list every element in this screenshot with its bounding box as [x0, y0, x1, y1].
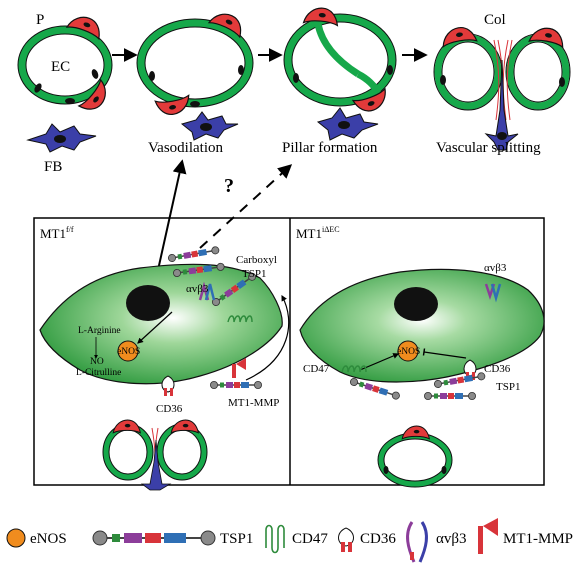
vessels-split: [433, 24, 571, 151]
label-avb3-right: αvβ3: [484, 262, 507, 274]
fibroblast-2: [180, 111, 239, 141]
tsp1-right-3: [423, 391, 477, 401]
panel-right-title-main: MT1: [296, 226, 322, 241]
panel-left-title-main: MT1: [40, 226, 66, 241]
enos-left: [117, 340, 139, 362]
inhibit-cd47-to-enos: [359, 353, 400, 371]
stage-pillar-formation: Pillar formation: [282, 140, 378, 156]
label-cd36-left: CD36: [156, 403, 183, 415]
label-l-citrulline: L-Citrulline: [76, 368, 121, 378]
legend-mt1mmp-icon: [478, 518, 498, 554]
label-mt1mmp-left: MT1-MMP: [228, 397, 279, 409]
enos-right-label: eNOS: [397, 347, 420, 357]
legend-cd47-icon: [265, 524, 285, 554]
legend-enos-label: eNOS: [30, 531, 67, 547]
label-p: P: [36, 12, 44, 28]
cd47-left: [227, 315, 253, 323]
label-col: Col: [484, 12, 506, 28]
legend-enos-icon: [6, 528, 26, 548]
enos-right: [397, 340, 419, 362]
legend-tsp1-icon: [92, 530, 216, 546]
label-no: NO: [90, 357, 104, 367]
cd36-left: [161, 375, 175, 396]
fibroblast-3: [316, 107, 379, 141]
tsp1-left-4: [209, 380, 263, 390]
vessel-right-panel: [377, 425, 453, 488]
legend-avb3-icon: [406, 521, 428, 563]
legend-avb3-label: αvβ3: [436, 531, 467, 547]
legend-cd47-label: CD47: [292, 531, 328, 547]
inhibit-cd36-to-enos: [422, 348, 467, 359]
label-cd47-right: CD47: [303, 363, 330, 375]
label-tsp1-left: TSP1: [242, 268, 266, 280]
cd47-right: [341, 365, 367, 373]
stage-vasodilation: Vasodilation: [148, 140, 223, 156]
label-carboxyl: Carboxyl: [236, 254, 277, 266]
nucleus-left: [126, 285, 170, 321]
endothelial-cell-left: [39, 263, 283, 385]
panel-frame: [33, 217, 545, 486]
avb3-right: [484, 283, 502, 303]
panel-right-title: MT1iΔEC: [296, 225, 340, 241]
arrow-avb3-to-enos: [137, 311, 173, 344]
legend: eNOS TSP1 CD47 CD36 αvβ3: [6, 518, 573, 563]
vessel-initial: [17, 11, 114, 117]
mt1mmp-left: [232, 358, 246, 378]
arrow-mt1mmp-to-tsp1: [245, 294, 290, 381]
arrow-to-pillar-dashed: [199, 164, 293, 249]
stage-vascular-splitting: Vascular splitting: [436, 140, 541, 156]
split-vessels-left-panel: [102, 419, 208, 491]
nucleus-right: [394, 287, 438, 321]
question-mark: ?: [224, 175, 234, 197]
endothelial-cell-right: [299, 268, 545, 383]
arrow-to-vasodilation: [157, 159, 187, 271]
label-ec: EC: [51, 59, 70, 75]
fibroblast: [26, 123, 97, 153]
label-fb: FB: [44, 159, 62, 175]
tsp1-left-1: [167, 245, 221, 263]
legend-mt1mmp-label: MT1-MMP: [503, 531, 573, 547]
legend-tsp1-label: TSP1: [220, 531, 253, 547]
panel-left-title: MT1f/f: [40, 225, 74, 241]
legend-cd36-icon: [338, 527, 354, 552]
label-cd36-right: CD36: [484, 363, 511, 375]
label-l-arginine: L-Arginine: [78, 326, 121, 336]
vessel-dilated: [136, 7, 254, 118]
panel-left-title-sup: f/f: [66, 225, 74, 234]
enos-left-label: eNOS: [117, 347, 140, 357]
legend-cd36-label: CD36: [360, 531, 396, 547]
vessel-pillar: [283, 6, 397, 117]
label-avb3-left: αvβ3: [186, 283, 209, 295]
label-tsp1-right: TSP1: [496, 381, 520, 393]
avb3-left: [198, 281, 216, 301]
panel-right-title-sup: iΔEC: [322, 225, 340, 234]
